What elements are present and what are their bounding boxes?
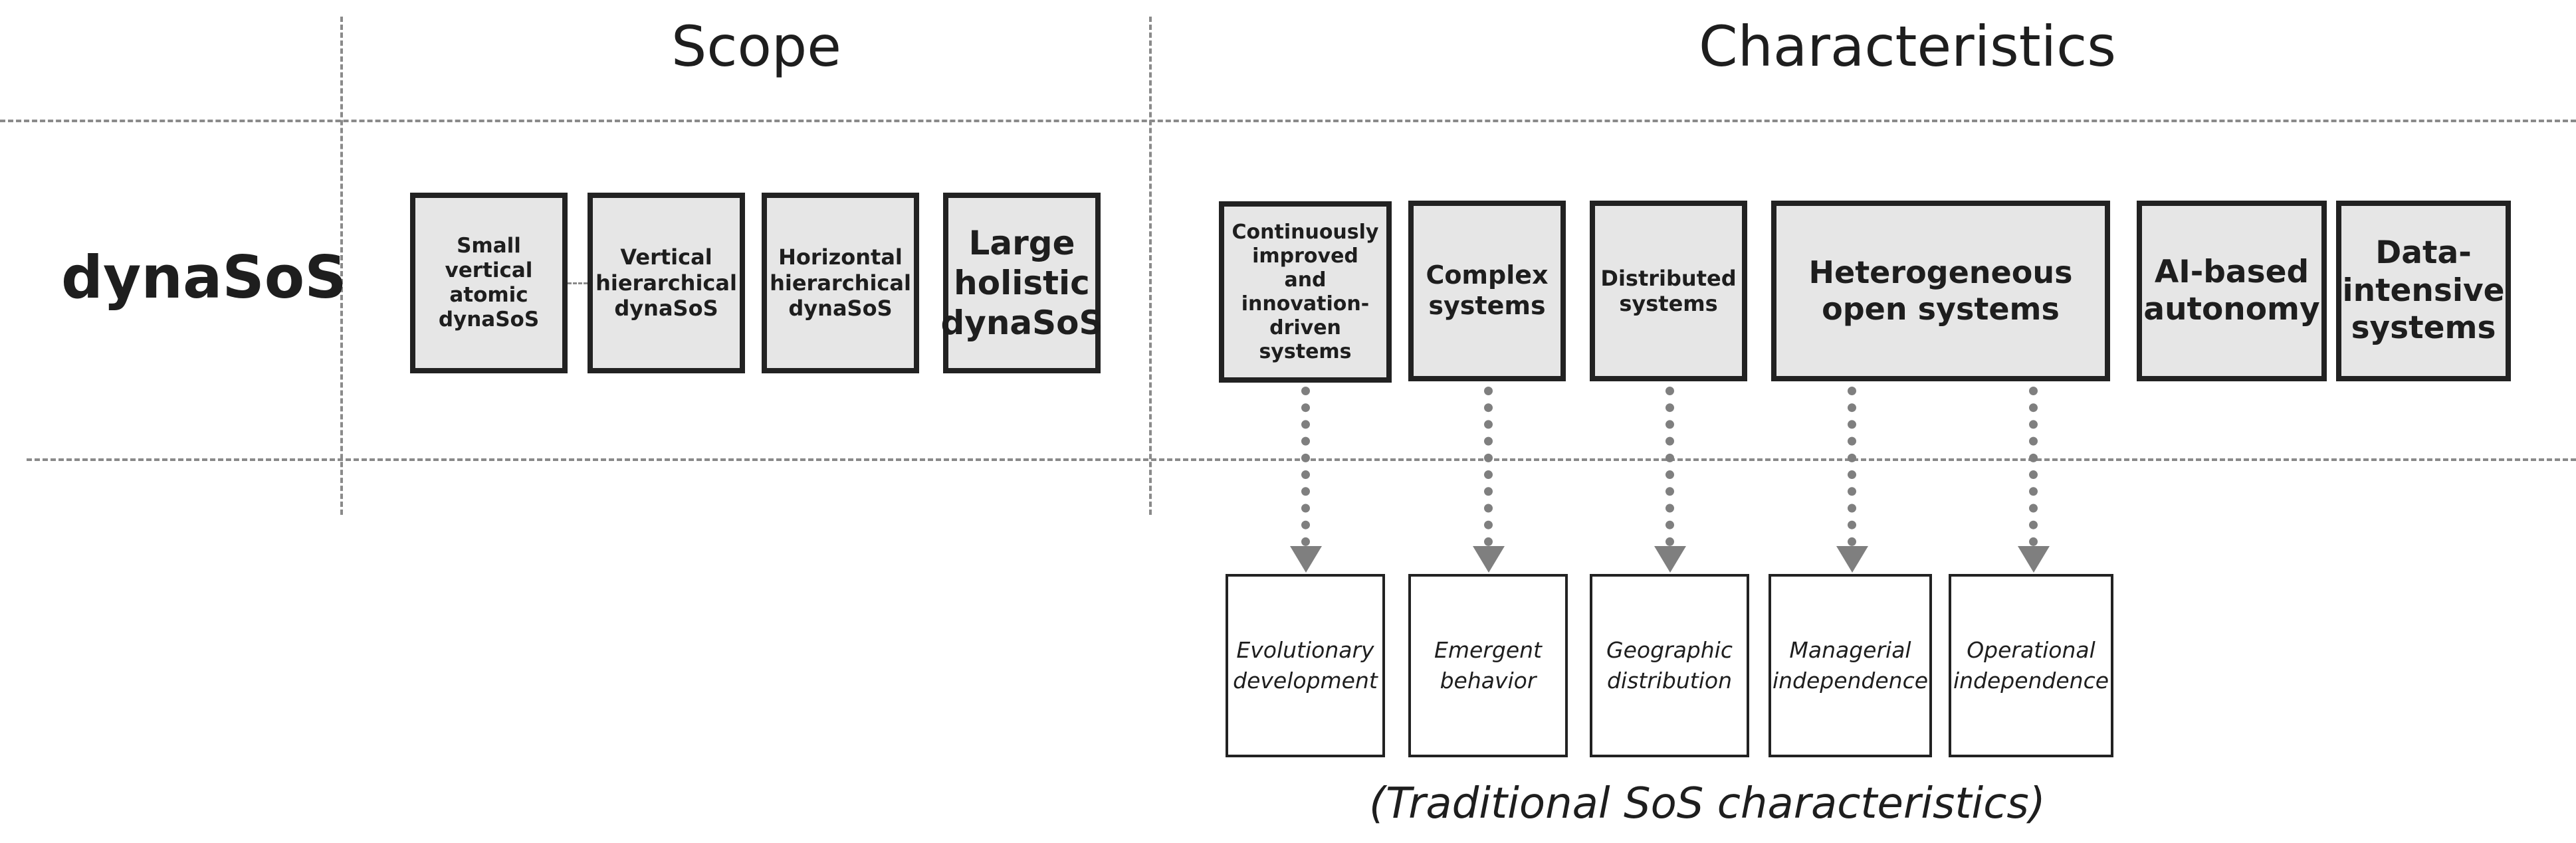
arrow-head xyxy=(2018,546,2050,573)
traditional-sos-caption: (Traditional SoS characteristics) xyxy=(1369,779,2046,828)
characteristic-box-label: Heterogeneous open systems xyxy=(1808,254,2073,327)
scope-connector-line xyxy=(568,282,588,284)
scope-box-label: Vertical hierarchical dynaSoS xyxy=(595,244,737,322)
characteristic-box-heterogeneous: Heterogeneous open systems xyxy=(1771,201,2110,381)
scope-box-small-vertical-atomic: Small vertical atomic dynaSoS xyxy=(410,193,568,373)
characteristic-box-distributed: Distributed systems xyxy=(1590,201,1747,381)
arrow-shaft xyxy=(1484,387,1493,546)
traditional-box-label: Operational independence xyxy=(1953,636,2109,694)
header-divider-line xyxy=(0,120,2576,122)
characteristic-box-data-intensive: Data- intensive systems xyxy=(2336,201,2511,381)
traditional-box-geographic-distribution: Geographic distribution xyxy=(1590,574,1749,757)
arrow-shaft xyxy=(2029,387,2038,546)
traditional-box-label: Evolutionary development xyxy=(1233,636,1378,694)
traditional-box-label: Managerial independence xyxy=(1772,636,1929,694)
scope-box-vertical-hierarchical: Vertical hierarchical dynaSoS xyxy=(588,193,745,373)
row-label-dynasos: dynaSoS xyxy=(61,243,347,312)
characteristic-box-label: Continuously improved and innovation- dr… xyxy=(1232,220,1379,363)
arrow-shaft xyxy=(1848,387,1856,546)
traditional-box-label: Emergent behavior xyxy=(1434,636,1542,694)
characteristic-box-continuously-improved: Continuously improved and innovation- dr… xyxy=(1219,201,1392,383)
scope-header: Scope xyxy=(671,14,841,79)
traditional-box-evolutionary-development: Evolutionary development xyxy=(1226,574,1385,757)
characteristic-box-label: AI-based autonomy xyxy=(2143,253,2320,328)
scope-box-horizontal-hierarchical: Horizontal hierarchical dynaSoS xyxy=(762,193,919,373)
scope-box-large-holistic: Large holistic dynaSoS xyxy=(940,193,1103,373)
arrow-head xyxy=(1654,546,1686,573)
scope-column-divider xyxy=(1149,17,1152,515)
traditional-box-managerial-independence: Managerial independence xyxy=(1769,574,1932,757)
traditional-box-label: Geographic distribution xyxy=(1606,636,1733,694)
arrow-shaft xyxy=(1301,387,1310,546)
arrow-head xyxy=(1473,546,1505,573)
arrow-shaft xyxy=(1665,387,1674,546)
characteristic-box-label: Data- intensive systems xyxy=(2342,234,2505,347)
traditional-box-operational-independence: Operational independence xyxy=(1949,574,2113,757)
label-column-divider xyxy=(340,17,343,515)
characteristic-box-complex: Complex systems xyxy=(1408,201,1566,381)
characteristic-box-label: Complex systems xyxy=(1426,260,1549,320)
scope-box-label: Horizontal hierarchical dynaSoS xyxy=(770,244,911,322)
scope-box-label: Small vertical atomic dynaSoS xyxy=(438,233,540,332)
characteristic-box-ai-based: AI-based autonomy xyxy=(2137,201,2327,381)
arrow-head xyxy=(1836,546,1868,573)
characteristics-header: Characteristics xyxy=(1698,14,2117,79)
scope-box-label: Large holistic dynaSoS xyxy=(940,224,1103,342)
arrow-head xyxy=(1290,546,1322,573)
characteristic-box-label: Distributed systems xyxy=(1600,265,1737,316)
traditional-box-emergent-behavior: Emergent behavior xyxy=(1408,574,1568,757)
